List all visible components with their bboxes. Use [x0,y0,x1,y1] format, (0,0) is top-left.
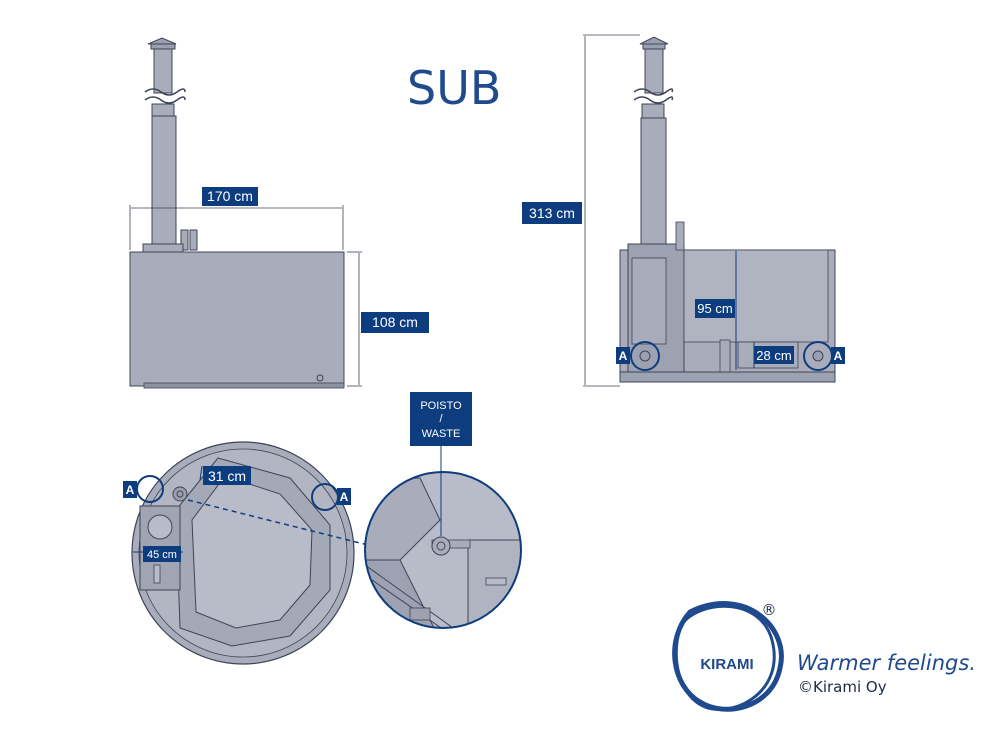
svg-text:A: A [340,490,349,504]
stove-width-label: 45 cm [147,549,177,561]
top-marker-a-left: A [123,481,137,498]
svg-text:A: A [126,483,135,497]
stove-offset-tag: 31 cm [203,466,251,485]
inner-depth-tag: 95 cm [695,299,735,318]
stove-width-tag: 45 cm [143,546,181,562]
drain-detail: POISTO / WASTE [364,392,522,629]
svg-text:/: / [439,413,443,425]
side-chimney [633,36,674,245]
height-dimension-tag: 108 cm [361,312,429,333]
detail-leader-line [187,499,369,546]
width-dimension-tag: 170 cm [202,187,258,206]
side-marker-a-left: A [616,347,630,364]
total-height-label: 313 cm [529,205,575,221]
bench-tag: 28 cm [754,346,794,364]
svg-text:WASTE: WASTE [422,428,461,440]
total-height-tag: 313 cm [522,202,582,224]
front-chimney [142,37,198,253]
waste-tag: POISTO / WASTE [410,392,472,446]
registered-mark: ® [762,601,777,619]
drawing-title: SUB [407,61,501,115]
brand-name: KIRAMI [700,656,753,673]
bench-label: 28 cm [756,348,791,363]
top-view: 45 cm 31 cm A A [123,441,369,665]
brand-slogan: Warmer feelings. [797,651,976,675]
top-marker-a-right: A [337,488,351,505]
brand-copyright: ©Kirami Oy [798,678,887,696]
svg-text:A: A [619,349,628,363]
svg-text:A: A [834,349,843,363]
height-dimension-label: 108 cm [372,314,418,330]
side-marker-a-right: A [831,347,845,364]
side-view: 95 cm 28 cm 313 cm A A [522,34,845,387]
width-dimension-label: 170 cm [207,188,253,204]
svg-text:POISTO: POISTO [420,400,462,412]
drain-outlet [431,536,451,556]
kirami-logo: KIRAMI ® [672,601,784,712]
front-tub-body [129,251,345,387]
inner-depth-label: 95 cm [697,301,732,316]
front-view: 170 cm 108 cm [129,37,429,389]
stove-offset-label: 31 cm [208,468,246,484]
